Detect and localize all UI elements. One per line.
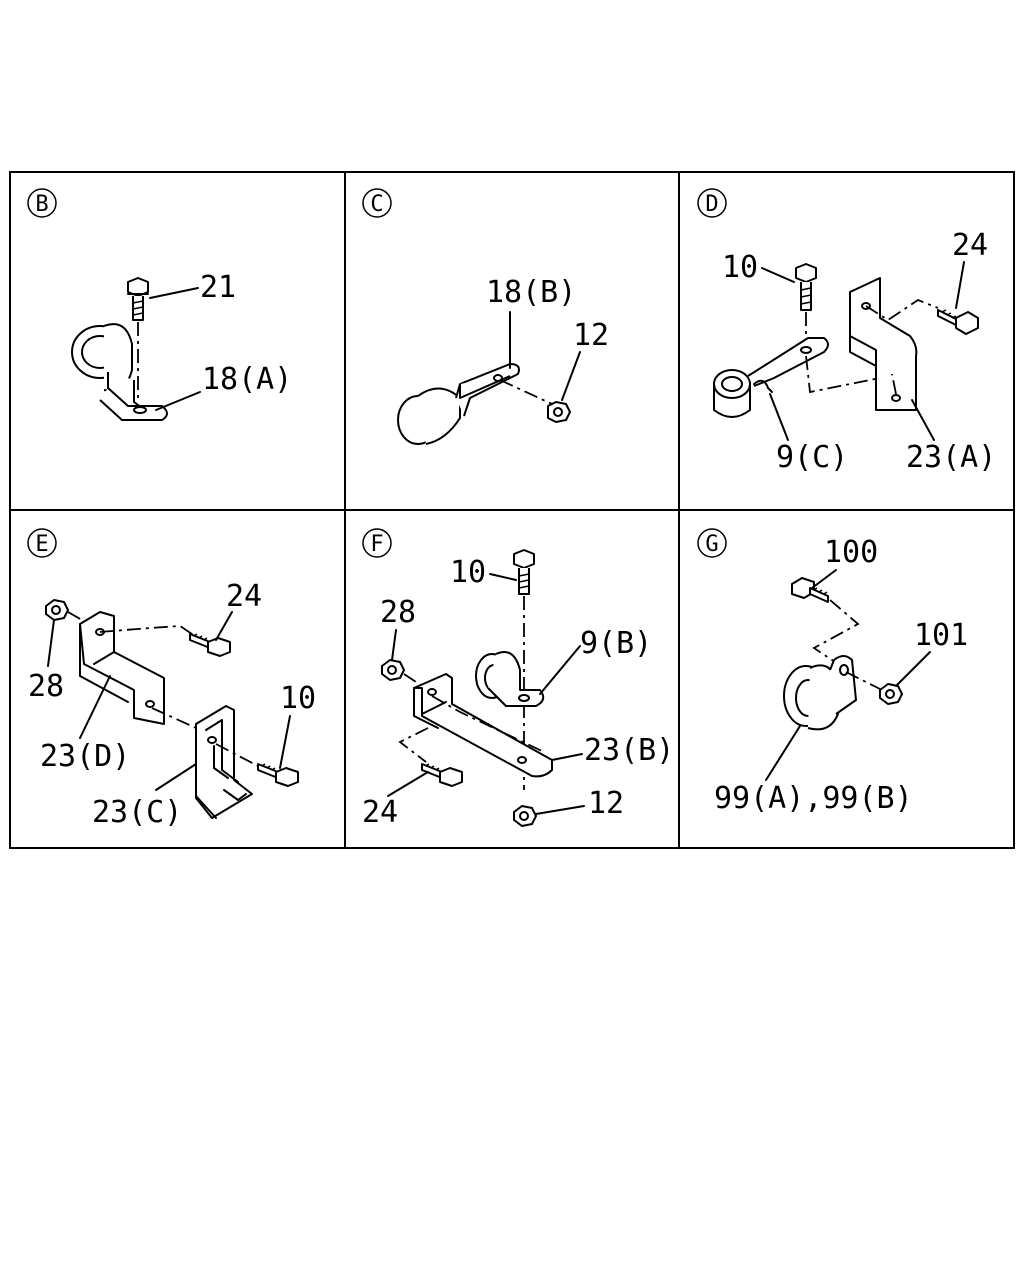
label-9c: 9(C) — [776, 440, 848, 475]
nut-12-f — [513, 805, 537, 827]
label-23a: 23(A) — [906, 440, 996, 475]
label-24-f: 24 — [362, 795, 398, 830]
label-18a: 18(A) — [202, 362, 292, 397]
label-28-e: 28 — [28, 669, 64, 704]
bolt-10-f — [513, 549, 535, 790]
panel-c-id: C — [370, 192, 383, 217]
panel-d-id: D — [705, 192, 718, 217]
label-12-c: 12 — [573, 318, 609, 353]
label-99: 99(A),99(B) — [714, 781, 913, 816]
bolt-21 — [127, 277, 149, 400]
panel-f-marker: F — [362, 528, 392, 558]
label-24-e: 24 — [226, 579, 262, 614]
label-10-e: 10 — [280, 681, 316, 716]
label-10-f: 10 — [450, 555, 486, 590]
nut-28-e — [45, 599, 97, 629]
bolt-24-d — [937, 309, 979, 335]
bracket-23c — [195, 705, 259, 819]
panel-g: G 100 101 99(A),99(B) — [697, 528, 968, 816]
panel-b-id: B — [35, 192, 48, 217]
panel-g-marker: G — [697, 528, 727, 558]
bolt-24-f — [421, 763, 463, 787]
clip-99 — [783, 655, 883, 731]
panel-b-marker: B — [27, 188, 57, 218]
panel-g-id: G — [705, 532, 718, 557]
label-100: 100 — [824, 535, 878, 570]
label-21: 21 — [200, 270, 236, 305]
panel-b: B 21 18(A) — [27, 188, 292, 421]
label-9b: 9(B) — [580, 626, 652, 661]
panel-c: C 18(B) 12 — [362, 188, 609, 445]
label-24-d: 24 — [952, 228, 988, 263]
clip-9c — [713, 337, 891, 418]
panel-f: F — [362, 528, 674, 830]
panel-e-marker: E — [27, 528, 57, 558]
bracket-23b — [398, 673, 553, 778]
clip-18b — [397, 363, 553, 445]
panel-d: D 10 — [697, 188, 996, 475]
label-28-f: 28 — [380, 595, 416, 630]
bracket-23d — [79, 611, 199, 729]
panel-e-id: E — [35, 532, 48, 557]
nut-101 — [879, 683, 903, 705]
bolt-24-e — [189, 633, 231, 657]
clip-18a — [71, 323, 168, 421]
clip-9b — [475, 651, 545, 707]
panel-c-marker: C — [362, 188, 392, 218]
panel-e: E — [27, 528, 316, 830]
label-23d: 23(D) — [40, 739, 130, 774]
label-23b: 23(B) — [584, 733, 674, 768]
panel-d-marker: D — [697, 188, 727, 218]
bolt-10-d — [795, 263, 817, 350]
bracket-23a — [849, 277, 939, 411]
nut-12 — [547, 401, 571, 423]
label-12-f: 12 — [588, 786, 624, 821]
label-23c: 23(C) — [92, 795, 182, 830]
bolt-10-e — [257, 763, 299, 787]
panel-grid — [9, 171, 1015, 849]
bolt-100 — [791, 577, 860, 665]
panel-f-id: F — [370, 532, 383, 557]
label-10-d: 10 — [722, 250, 758, 285]
label-18b: 18(B) — [486, 275, 576, 310]
label-101: 101 — [914, 618, 968, 653]
